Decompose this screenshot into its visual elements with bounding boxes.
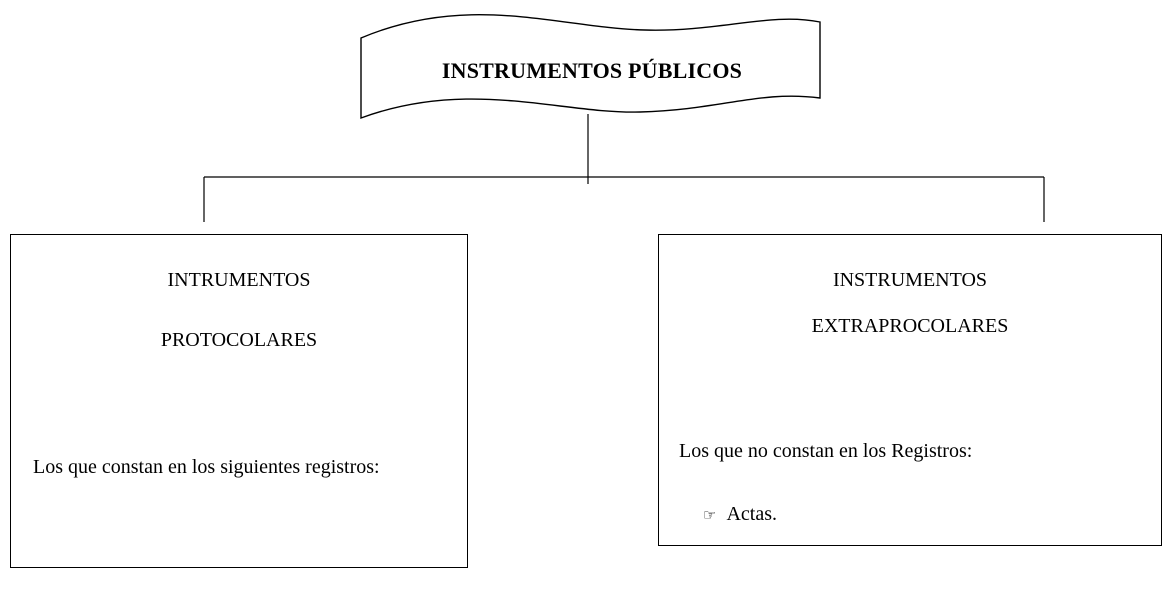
box-heading-line2: EXTRAPROCOLARES	[811, 315, 1009, 337]
box-heading-line2: PROTOCOLARES	[160, 329, 318, 351]
extraprocolares-box: INSTRUMENTOS EXTRAPROCOLARES Los que no …	[658, 234, 1162, 546]
box-description: Los que no constan en los Registros:	[679, 440, 973, 462]
box-heading-line1: INTRUMENTOS	[167, 269, 311, 291]
protocolares-box: INTRUMENTOS PROTOCOLARES Los que constan…	[10, 234, 468, 568]
banner-shape	[360, 14, 821, 120]
list-item: ☞ Actas.	[703, 503, 777, 526]
pointing-hand-icon: ☞	[703, 505, 717, 524]
banner-title: INSTRUMENTOS PÚBLICOS	[441, 58, 743, 83]
box-heading-line1: INSTRUMENTOS	[832, 269, 988, 291]
box-description: Los que constan en los siguientes regist…	[33, 456, 380, 478]
list-item-label: Actas.	[726, 503, 777, 525]
